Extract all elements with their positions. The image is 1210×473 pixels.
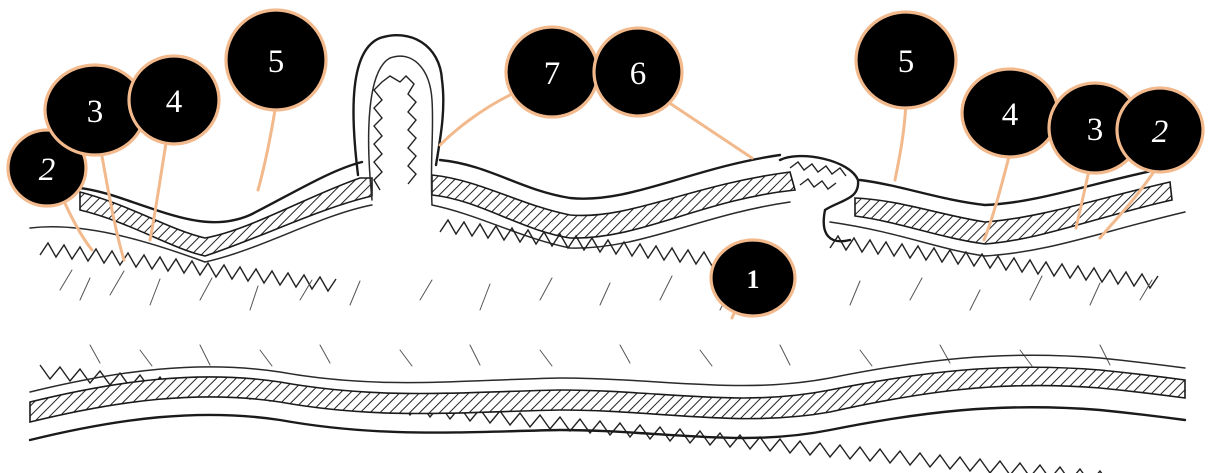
label-4-left: 4 [129,56,219,144]
intramural-pouch-mucosa [790,162,846,189]
label-3-right-text: 3 [1087,112,1104,148]
intramural-pouch-outline [780,156,858,241]
label-1: 1 [711,240,795,316]
label-5-right-text: 5 [898,44,915,80]
label-5-left-text: 5 [268,44,285,80]
label-4-right: 4 [962,69,1058,157]
label-2-right-text: 2 [1152,114,1169,150]
label-4-left-text: 4 [166,84,183,120]
label-7: 7 [506,27,598,117]
label-7-text: 7 [544,56,561,92]
upper-muscle-layer-middle [432,172,795,238]
label-3-left-text: 3 [87,94,104,130]
leader-label-7 [440,95,510,145]
label-1-text: 1 [747,265,760,294]
label-6: 6 [594,28,682,116]
label-2-right: 2 [1117,88,1203,172]
diverticulum-mucosa [374,76,416,190]
upper-muscle-layer-right [855,182,1172,244]
leader-label-6 [665,100,752,158]
label-2-left-text: 2 [39,152,56,188]
lumen-texture [60,270,1152,366]
leader-label-5-right [895,100,906,180]
label-5-right: 5 [856,12,956,108]
label-6-text: 6 [630,56,647,92]
label-5-left: 5 [226,10,326,110]
label-4-right-text: 4 [1002,97,1019,133]
leader-label-5-left [258,110,275,190]
